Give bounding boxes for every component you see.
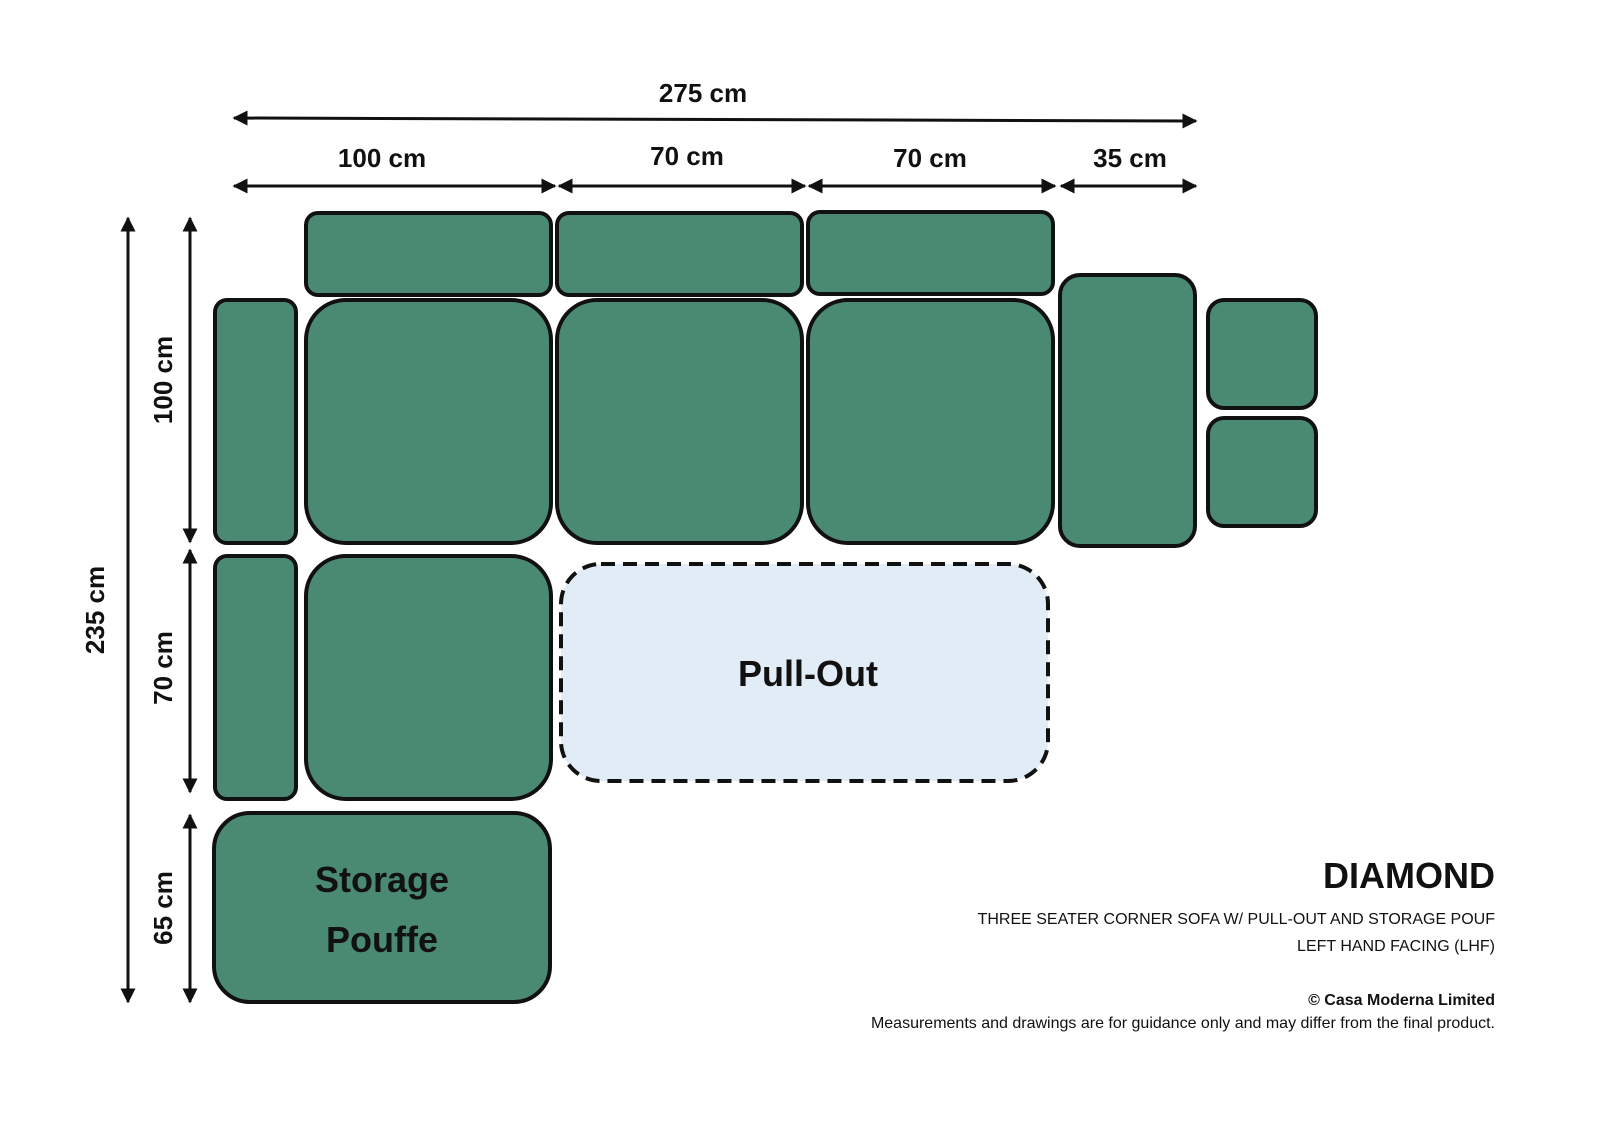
side-cushions	[213, 298, 298, 801]
storage-pouffe-label-line2: Pouffe	[326, 919, 438, 960]
seat-cushion-2	[555, 298, 804, 545]
corner-seat-cushion	[304, 298, 553, 545]
overall-depth-label: 235 cm	[80, 566, 110, 654]
disclaimer-note: Measurements and drawings are for guidan…	[870, 1015, 1495, 1032]
scatter-cushion-lower	[1206, 416, 1318, 528]
depth-3-label: 65 cm	[148, 871, 178, 945]
back-cushion-3	[806, 210, 1055, 296]
back-cushion-1	[304, 211, 553, 297]
overall-width-line	[232, 110, 1198, 129]
side-cushion-lower	[213, 554, 298, 801]
overall-width-label: 275 cm	[659, 78, 747, 108]
chaise-seat-cushion	[304, 554, 553, 801]
product-orientation: LEFT HAND FACING (LHF)	[1297, 938, 1495, 955]
product-subtitle: THREE SEATER CORNER SOFA W/ PULL-OUT AND…	[977, 911, 1495, 928]
depth-2-label: 70 cm	[148, 631, 178, 705]
dimension-lines	[120, 110, 1198, 1004]
segment-4-label: 35 cm	[1093, 143, 1167, 173]
segment-1-label: 100 cm	[338, 143, 426, 173]
right-arm-group	[1058, 273, 1318, 548]
dimension-labels: 275 cm 100 cm 70 cm 70 cm 35 cm 235 cm 1…	[80, 78, 1167, 945]
pullout-group: Pull-Out	[559, 562, 1050, 783]
right-arm	[1058, 273, 1197, 548]
product-title: DIAMOND	[1323, 855, 1495, 896]
seat-cushion-3	[806, 298, 1055, 545]
side-cushion-upper	[213, 298, 298, 545]
storage-pouffe-label-line1: Storage	[315, 859, 449, 900]
copyright-notice: © Casa Moderna Limited	[1308, 992, 1495, 1009]
depth-1-label: 100 cm	[148, 336, 178, 424]
pullout-area	[559, 562, 1050, 783]
scatter-cushion-upper	[1206, 298, 1318, 410]
back-cushion-2	[555, 211, 804, 297]
segment-2-label: 70 cm	[650, 141, 724, 171]
seat-cushions	[304, 298, 1055, 801]
storage-pouffe	[212, 811, 552, 1004]
segment-3-label: 70 cm	[893, 143, 967, 173]
back-cushions	[304, 210, 1055, 297]
storage-pouffe-group: Storage Pouffe	[212, 811, 552, 1004]
pullout-label: Pull-Out	[738, 653, 878, 694]
